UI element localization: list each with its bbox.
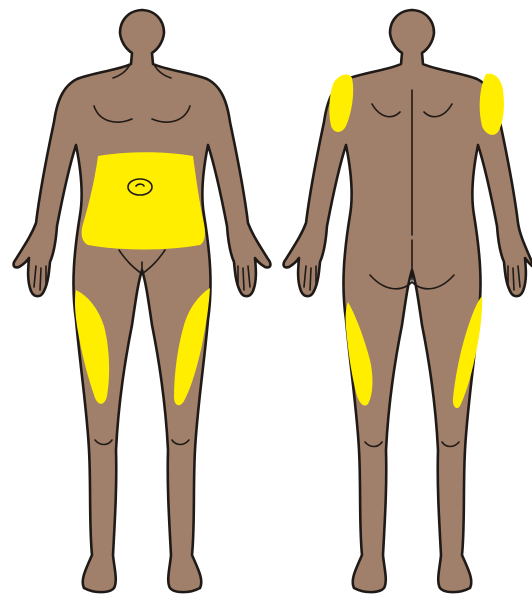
front-view xyxy=(14,10,271,592)
front-body-silhouette xyxy=(14,10,271,592)
back-view xyxy=(284,10,532,592)
front-abdomen-zone xyxy=(82,152,205,249)
back-right-arm-zone xyxy=(480,74,504,135)
